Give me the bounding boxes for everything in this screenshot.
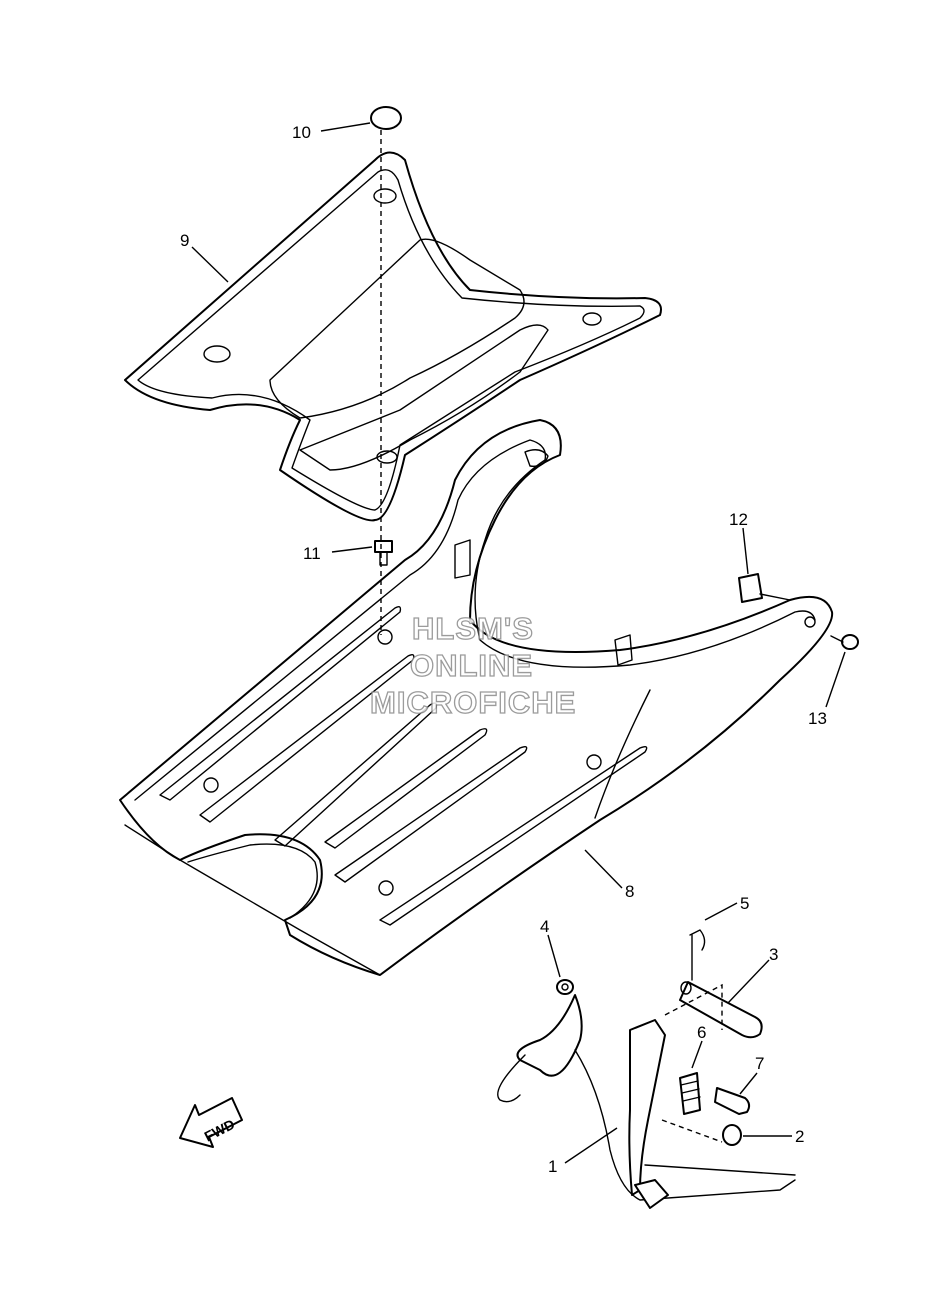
clip-part-12 <box>738 573 791 603</box>
callout-5: 5 <box>704 894 749 921</box>
washer-part-4 <box>556 979 574 995</box>
callout-4: 4 <box>540 917 561 978</box>
callout-9: 9 <box>180 231 229 283</box>
svg-text:12: 12 <box>729 510 748 529</box>
callout-13: 13 <box>808 651 846 728</box>
floor-board-part-8 <box>119 419 834 976</box>
svg-text:8: 8 <box>625 882 634 901</box>
svg-text:13: 13 <box>808 709 827 728</box>
stopper-part-2 <box>722 1124 742 1146</box>
svg-text:7: 7 <box>755 1054 764 1073</box>
watermark-line-3: MICROFICHE <box>370 685 576 720</box>
cap-part-10 <box>370 106 402 130</box>
callout-6: 6 <box>691 1023 706 1069</box>
svg-text:5: 5 <box>740 894 749 913</box>
forward-direction-arrow: FWD <box>179 1097 243 1148</box>
screw-part-13 <box>830 634 859 650</box>
svg-text:11: 11 <box>303 544 321 563</box>
callout-10: 10 <box>292 122 371 142</box>
floor-mat-part-9 <box>124 151 662 522</box>
svg-text:6: 6 <box>697 1023 706 1042</box>
watermark-line-2: ONLINE <box>410 648 533 683</box>
callout-1: 1 <box>548 1127 618 1176</box>
pin-part-5 <box>689 929 706 981</box>
center-stand-part-1 <box>497 994 796 1209</box>
callout-2: 2 <box>743 1127 804 1146</box>
callout-8: 8 <box>584 849 634 901</box>
assembly-lines <box>380 130 723 1143</box>
spring-part-6 <box>679 1072 701 1115</box>
svg-text:1: 1 <box>548 1157 557 1176</box>
watermark-line-1: HLSM'S <box>412 611 534 646</box>
svg-text:10: 10 <box>292 123 311 142</box>
svg-text:2: 2 <box>795 1127 804 1146</box>
callout-11: 11 <box>303 544 373 563</box>
bolt-part-7 <box>714 1087 751 1115</box>
callout-7: 7 <box>739 1054 764 1095</box>
shaft-part-3 <box>679 981 763 1039</box>
callout-3: 3 <box>727 945 778 1004</box>
svg-text:3: 3 <box>769 945 778 964</box>
callout-12: 12 <box>729 510 749 575</box>
svg-text:4: 4 <box>540 917 549 936</box>
svg-text:9: 9 <box>180 231 189 250</box>
screw-part-11 <box>374 540 393 566</box>
watermark: HLSM'S ONLINE MICROFICHE <box>369 610 576 720</box>
